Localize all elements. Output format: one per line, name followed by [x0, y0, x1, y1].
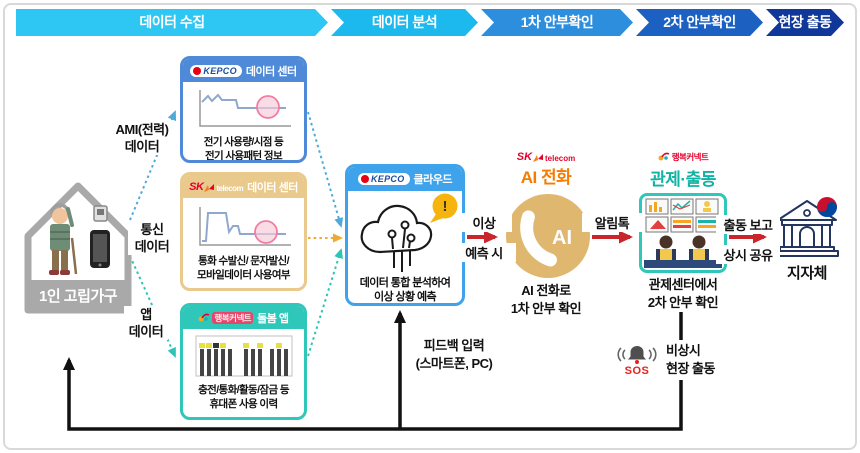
stage-first-check: 1차 안부확인	[481, 9, 633, 36]
stage-field-dispatch: 현장 출동	[766, 9, 844, 36]
control-dispatch-title: 관제·출동	[650, 170, 716, 189]
government-label: 지자체	[787, 265, 827, 282]
ai-phone-icon: AI	[506, 194, 590, 278]
happy-connect-logo: 행복커넥트	[198, 311, 254, 324]
feedback-label: 피드백 입력(스마트폰, PC)	[415, 338, 493, 371]
sk-telecom-brand: SK telecom	[516, 151, 576, 163]
stage-data-collection: 데이터 수집	[16, 9, 328, 36]
care-app-header: 행복커넥트 돌봄 앱	[183, 306, 304, 329]
alert-exclamation: !	[443, 198, 448, 215]
happy-connect-mark-icon	[198, 313, 210, 321]
taegeuk-icon	[817, 197, 837, 217]
sk-data-center-box: SK telecom 데이터 센터 통화 수발신/ 문자발신/모바일데이터 사용…	[180, 172, 307, 291]
control-center-box	[639, 193, 727, 273]
kepco-data-center-header: KEPCO 데이터 센터	[183, 59, 304, 82]
report-label-top: 출동 보고	[716, 215, 780, 234]
ami-data-label: AMI(전력)데이터	[110, 121, 174, 155]
sk-data-center-header: SK telecom 데이터 센터	[183, 175, 304, 198]
happy-connect-mark-icon	[658, 152, 670, 161]
government-building-icon	[774, 194, 840, 258]
house-icon	[24, 182, 132, 314]
predict-label-bottom: 예측 시	[452, 243, 516, 262]
ai-call-title: AI 전화	[520, 168, 572, 187]
kepco-logo-dot-icon	[361, 175, 369, 183]
alimtalk-label: 알림톡	[582, 213, 642, 232]
household-house: 1인 고립가구	[22, 178, 134, 318]
sk-butterfly-icon	[533, 154, 544, 162]
kepco-logo: KEPCO	[358, 173, 410, 185]
kepco-cloud-header: KEPCO 클라우드	[348, 167, 462, 191]
report-label-bottom: 상시 공유	[716, 245, 780, 264]
bell-icon	[617, 345, 657, 364]
phone-usage-bar-chart-icon	[195, 335, 293, 377]
sos-text: SOS	[624, 364, 650, 377]
sk-box-description: 통화 수발신/ 문자발신/모바일데이터 사용여부	[197, 255, 291, 281]
ai-cloud-icon: !	[360, 193, 458, 272]
call-usage-chart-icon	[199, 207, 291, 246]
stage-data-analysis: 데이터 분석	[331, 9, 478, 36]
control-center-illustration	[644, 198, 722, 268]
predict-label-top: 이상	[456, 213, 512, 232]
stage-second-check: 2차 안부확인	[636, 9, 763, 36]
ai-badge: AI	[552, 227, 572, 249]
electricity-usage-chart-icon	[199, 90, 291, 127]
happy-connect-brand: 행복커넥트	[633, 149, 733, 167]
kepco-logo-dot-icon	[193, 66, 202, 75]
kepco-logo: KEPCO	[190, 64, 242, 77]
household-label: 1인 고립가구	[38, 288, 118, 305]
sk-telecom-logo: SK telecom	[189, 180, 244, 193]
sos-bell: SOS	[613, 344, 661, 377]
sk-butterfly-icon	[204, 183, 215, 192]
